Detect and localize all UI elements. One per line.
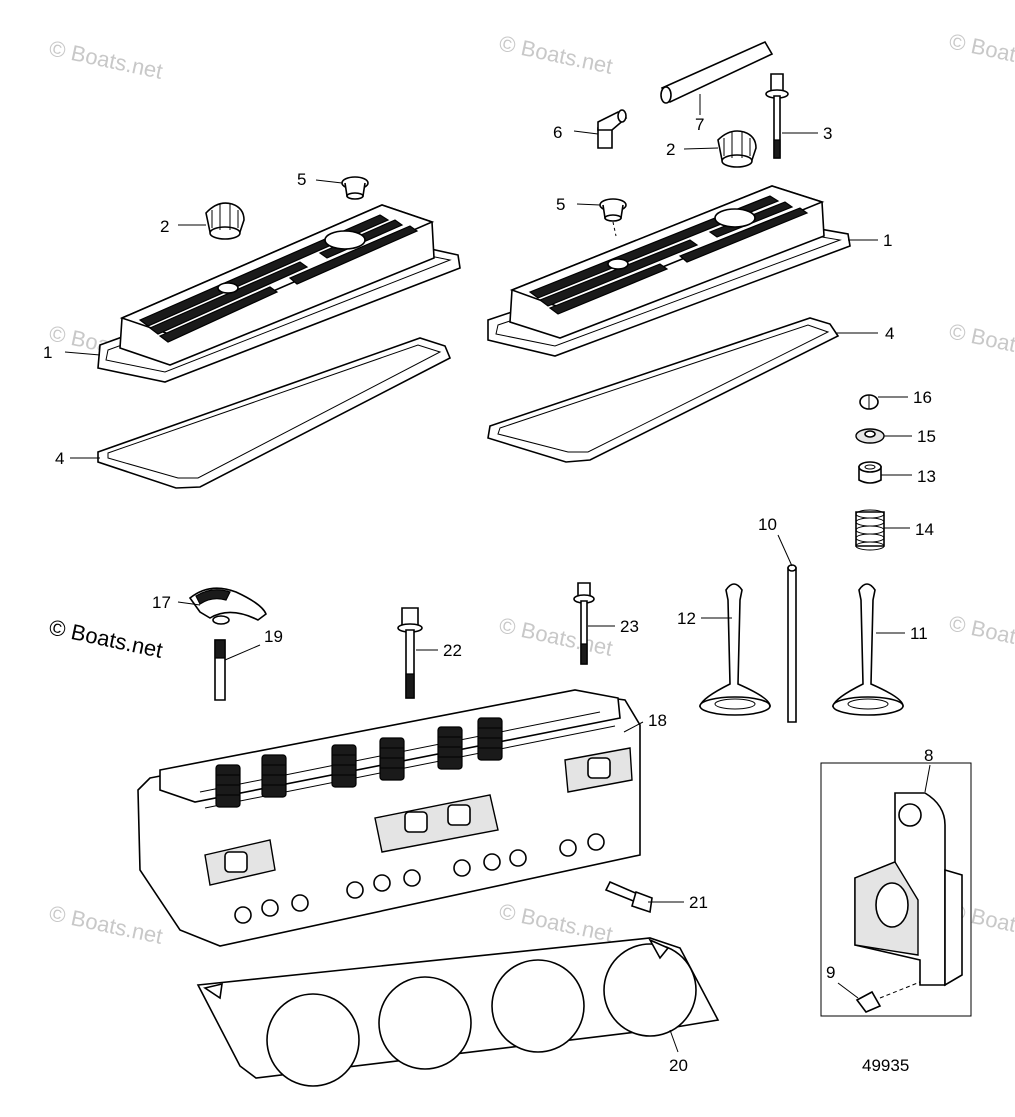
callout-9: 9	[826, 963, 835, 982]
callout-22: 22	[443, 641, 462, 660]
pcv-hose[interactable]	[660, 40, 774, 104]
watermark: © Boats.net	[497, 898, 615, 946]
callout-17: 17	[152, 593, 171, 612]
callout-12: 12	[677, 609, 696, 628]
valve-cover-bolt[interactable]	[765, 73, 789, 159]
callout-16: 16	[913, 388, 932, 407]
watermark: © Boats.net	[947, 28, 1015, 76]
callout-10: 10	[758, 515, 777, 534]
watermark: © Boats.net	[497, 30, 615, 78]
valve-springs-installed	[215, 717, 503, 808]
grommet-right[interactable]	[599, 198, 627, 237]
leader-lines	[64, 94, 931, 1053]
watermark: © Boats.net	[47, 900, 165, 948]
callout-1: 1	[43, 343, 52, 362]
valve-seal[interactable]	[858, 461, 882, 484]
callout-7: 7	[695, 115, 704, 134]
bracket-detail-frame	[820, 762, 972, 1017]
callout-labels: 1 2 5 4 5 6 2 7 3 1 4 16 15 13 14 10 12 …	[43, 115, 936, 1075]
cylinder-head[interactable]	[137, 689, 641, 947]
rocker-arm[interactable]	[188, 587, 267, 625]
callout-3: 3	[823, 124, 832, 143]
callout-2: 2	[666, 140, 675, 159]
watermark: © Boats.net	[947, 318, 1015, 366]
valve-keepers[interactable]	[859, 394, 879, 410]
lifting-bracket[interactable]	[854, 792, 963, 987]
callout-23: 23	[620, 617, 639, 636]
valve-cover-left[interactable]	[97, 204, 461, 383]
valve-cover-gasket-right[interactable]	[487, 317, 840, 463]
callout-19: 19	[264, 627, 283, 646]
callout-8: 8	[924, 746, 933, 765]
callout-1: 1	[883, 231, 892, 250]
rocker-arm-stud[interactable]	[214, 639, 226, 701]
grommet-left[interactable]	[341, 176, 369, 200]
callout-14: 14	[915, 520, 934, 539]
port-openings	[204, 747, 633, 886]
callout-20: 20	[669, 1056, 688, 1075]
callout-13: 13	[917, 467, 936, 486]
oil-filler-cap-left[interactable]	[205, 202, 245, 240]
callout-4: 4	[885, 324, 894, 343]
callout-11: 11	[910, 624, 928, 643]
callout-18: 18	[648, 711, 667, 730]
pcv-valve[interactable]	[597, 109, 628, 149]
watermark: © Boats.net	[47, 35, 165, 83]
cylinder-head-bolt-short[interactable]	[573, 582, 595, 665]
callout-5: 5	[556, 195, 565, 214]
callout-4: 4	[55, 449, 64, 468]
valve-spring-retainer[interactable]	[855, 428, 885, 444]
bracket-bolt[interactable]	[855, 981, 921, 1013]
exhaust-manifold-bolt[interactable]	[604, 880, 653, 914]
callout-6: 6	[553, 123, 562, 142]
watermark: © Boats.net	[497, 612, 615, 660]
cylinder-head-bolt-long[interactable]	[397, 607, 423, 699]
valve-spring[interactable]	[855, 509, 885, 551]
push-rod[interactable]	[787, 564, 797, 723]
valve-cover-right[interactable]	[487, 185, 851, 357]
callout-2: 2	[160, 217, 169, 236]
exhaust-valve[interactable]	[831, 583, 904, 716]
diagram-id: 49935	[862, 1056, 909, 1075]
callout-15: 15	[917, 427, 936, 446]
callout-21: 21	[689, 893, 708, 912]
watermark: © Boats.net	[947, 610, 1015, 658]
intake-valve[interactable]	[698, 583, 771, 716]
cylinder-head-gasket[interactable]	[196, 937, 720, 1087]
bolt-bosses	[234, 833, 605, 924]
copyright-label: © Boats.net	[47, 614, 165, 662]
valve-cover-gasket-left[interactable]	[97, 337, 452, 489]
callout-5: 5	[297, 170, 306, 189]
oil-filler-cap-right[interactable]	[717, 130, 757, 168]
